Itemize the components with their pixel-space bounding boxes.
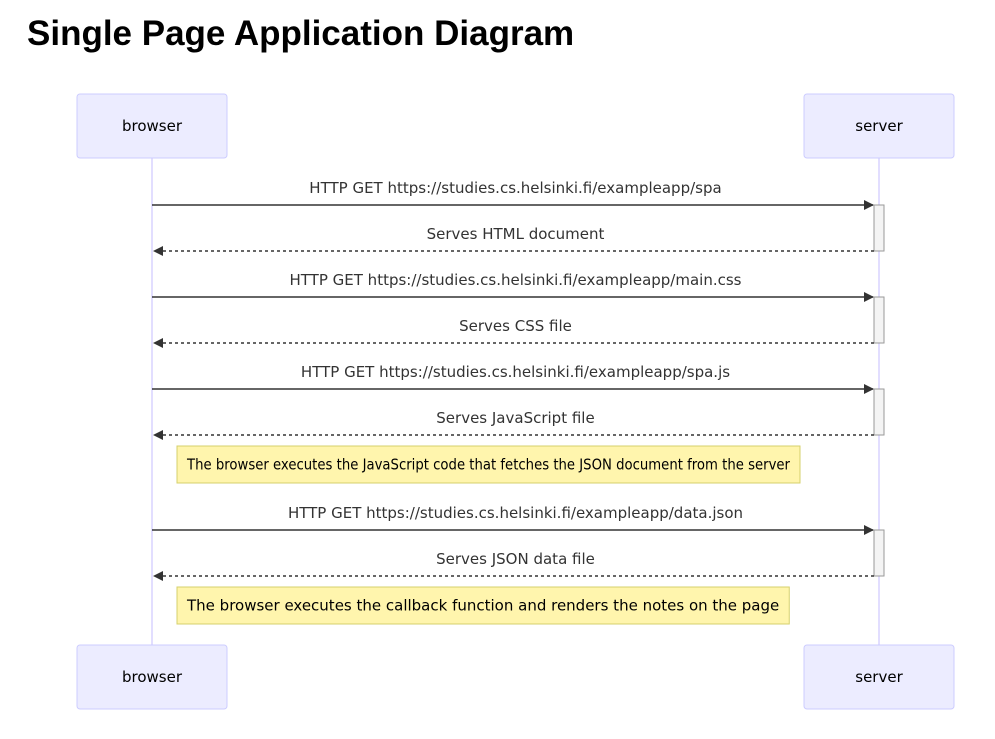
note-text: The browser executes the JavaScript code… (186, 456, 791, 474)
actor-browser-bottom: browser (76, 644, 228, 710)
message-1: HTTP GET https://studies.cs.helsinki.fi/… (152, 179, 874, 210)
message-4: Serves CSS file (153, 317, 874, 348)
message-label: HTTP GET https://studies.cs.helsinki.fi/… (288, 504, 743, 522)
message-label: HTTP GET https://studies.cs.helsinki.fi/… (309, 179, 721, 197)
activation-bar (873, 388, 885, 436)
note-1: The browser executes the JavaScript code… (176, 445, 801, 484)
message-label: Serves JavaScript file (436, 409, 594, 427)
actor-label: browser (122, 117, 183, 135)
actor-browser-top: browser (76, 93, 228, 159)
message-7: HTTP GET https://studies.cs.helsinki.fi/… (152, 504, 874, 535)
activation-bar (873, 529, 885, 577)
actor-label: server (855, 668, 903, 686)
activation-bar (873, 204, 885, 252)
actor-label: server (855, 117, 903, 135)
page-title: Single Page Application Diagram (27, 14, 575, 53)
activation-bar (873, 296, 885, 344)
actor-label: browser (122, 668, 183, 686)
message-label: HTTP GET https://studies.cs.helsinki.fi/… (290, 271, 742, 289)
message-2: Serves HTML document (153, 225, 874, 256)
message-8: Serves JSON data file (153, 550, 874, 581)
message-label: HTTP GET https://studies.cs.helsinki.fi/… (301, 363, 730, 381)
note-text: The browser executes the callback functi… (186, 597, 779, 615)
actor-server-bottom: server (803, 644, 955, 710)
message-label: Serves HTML document (427, 225, 605, 243)
message-label: Serves CSS file (459, 317, 572, 335)
actor-server-top: server (803, 93, 955, 159)
note-2: The browser executes the callback functi… (176, 586, 790, 625)
message-label: Serves JSON data file (436, 550, 595, 568)
message-6: Serves JavaScript file (153, 409, 874, 440)
message-3: HTTP GET https://studies.cs.helsinki.fi/… (152, 271, 874, 302)
message-5: HTTP GET https://studies.cs.helsinki.fi/… (152, 363, 874, 394)
